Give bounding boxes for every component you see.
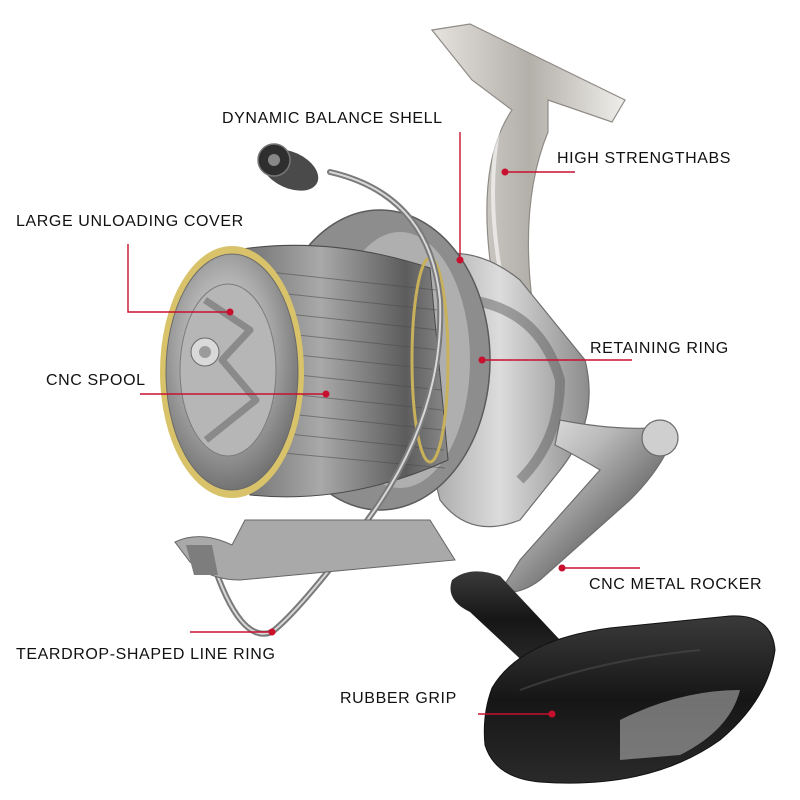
label-retaining-ring: RETAINING RING (590, 340, 729, 357)
label-cnc-metal-rocker: CNC METAL ROCKER (589, 576, 763, 593)
label-rubber-grip: RUBBER GRIP (340, 690, 457, 707)
label-dynamic-balance-shell: DYNAMIC BALANCE SHELL (222, 110, 443, 127)
label-cnc-spool: CNC SPOOL (46, 372, 146, 389)
label-high-strength-abs: HIGH STRENGTHABS (557, 150, 732, 167)
label-large-unloading-cover: LARGE UNLOADING COVER (16, 213, 244, 230)
label-teardrop-line-ring: TEARDROP-SHAPED LINE RING (16, 646, 276, 663)
